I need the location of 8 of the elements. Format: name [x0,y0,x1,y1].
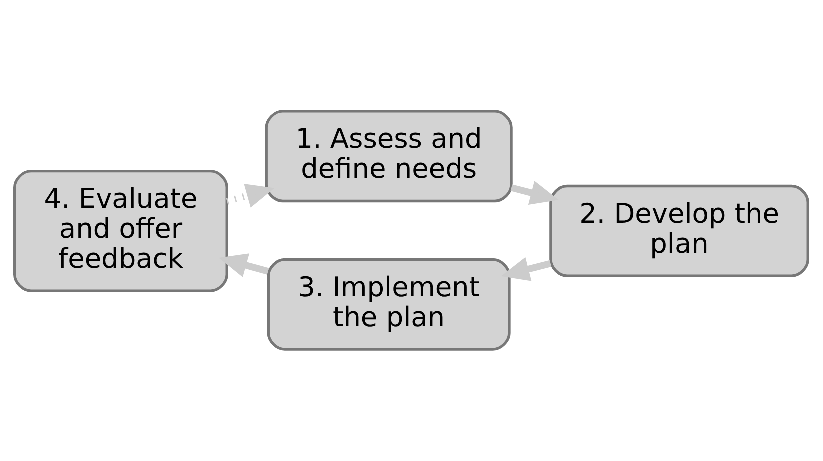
arrow [501,257,552,282]
node-box: 1. Assess and define needs [265,110,513,203]
node-box: 3. Implement the plan [267,258,511,351]
node-box: 4. Evaluate and offer feedback [14,170,228,292]
arrow [510,181,559,205]
arrow [226,184,275,208]
arrow [219,254,270,278]
node-box: 2. Develop the plan [550,184,810,278]
